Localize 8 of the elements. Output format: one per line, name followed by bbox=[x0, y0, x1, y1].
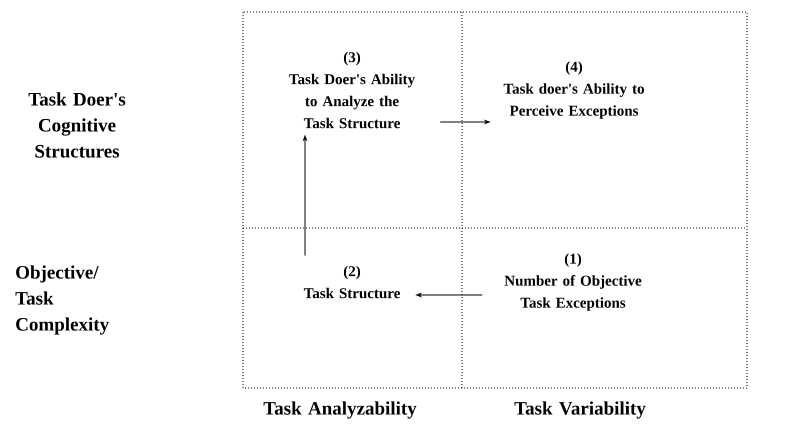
cell-text: (1) Number of Objective Task Exceptions bbox=[504, 253, 642, 311]
column-label: Task Analyzability bbox=[264, 401, 417, 419]
row-label: Task Doer's Cognitive Structures bbox=[28, 92, 126, 158]
cell-text: (3) Task Doer's Ability to Analyze the Task Structure bbox=[289, 52, 415, 128]
cell-text: (2) Task Structure bbox=[304, 266, 400, 298]
row-label: Objective/ Task Complexity bbox=[16, 265, 109, 335]
column-label: Task Variability bbox=[514, 401, 646, 419]
cell-text: (4) Task doer's Ability to Perceive Exceptions bbox=[504, 61, 644, 119]
